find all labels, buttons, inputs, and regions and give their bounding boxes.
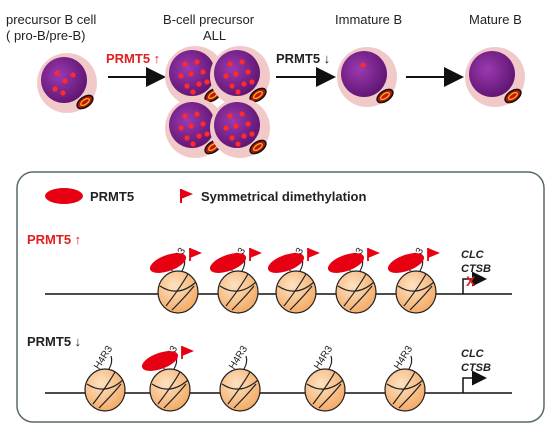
stage-2-sublabel: ALL [203, 28, 226, 43]
stage-1-sublabel: ( pro-B/pre-B) [6, 28, 85, 43]
nucleosome-high-4: H4R3 [327, 246, 380, 314]
legend-prmt5-swatch [45, 188, 83, 204]
promoter-low: CLC CTSB [461, 348, 491, 393]
nucleosome-high-5: H4R3 [387, 246, 440, 314]
cell-mature-b [465, 47, 525, 107]
chromatin-panel-box [16, 171, 545, 423]
cell-precursor-b [37, 53, 97, 113]
nucleosome-high-1: H4R3 [149, 246, 202, 314]
nucleosome-high-2: H4R3 [209, 246, 262, 314]
prmt5-icon [209, 253, 247, 273]
methylation-flag-icon [308, 248, 320, 258]
stage-1-label: precursor B cell [6, 12, 96, 27]
methylation-flag-icon [428, 248, 440, 258]
gene-ctsb-low: CTSB [461, 362, 491, 374]
methylation-flag-icon [368, 248, 380, 258]
nucleosome-low-4: H4R3 [304, 344, 346, 412]
nucleosome-low-3: H4R3 [219, 344, 261, 412]
legend-flag-icon [180, 189, 193, 203]
cell-ball-2 [210, 46, 270, 106]
nucleosome-low-5: H4R3 [384, 344, 426, 412]
stage-4-label: Mature B [469, 12, 522, 27]
legend-methylation-label: Symmetrical dimethylation [201, 189, 366, 204]
nucleosome-low-1: H4R3 [84, 344, 126, 412]
gene-clc-low: CLC [461, 348, 485, 360]
legend: PRMT5 Symmetrical dimethylation [45, 188, 366, 204]
nucleosome-high-3: H4R3 [267, 246, 320, 314]
nucleosome-low-2: H4R3 [141, 344, 194, 412]
nucleosomes-low: H4R3 H4R3 H4R3 H4R3 H4R3 [84, 344, 426, 412]
methylation-flag-icon [190, 248, 202, 258]
arrow-2-label: PRMT5 ↓ [276, 51, 330, 66]
stage-2-label: B-cell precursor [163, 12, 255, 27]
panel-high-label: PRMT5 ↑ [27, 232, 81, 247]
methylation-flag-icon [182, 346, 194, 356]
nucleosomes-high: H4R3H4R3H4R3H4R3H4R3 [149, 246, 440, 314]
cell-immature-b [337, 47, 397, 107]
promoter-high: CLC CTSB X [461, 249, 491, 294]
prmt5-icon [141, 351, 179, 371]
prmt5-icon [327, 253, 365, 273]
repression-mark-icon: X [466, 273, 476, 289]
gene-ctsb-high: CTSB [461, 263, 491, 275]
gene-clc-high: CLC [461, 249, 485, 261]
legend-prmt5-label: PRMT5 [90, 189, 134, 204]
panel-low-label: PRMT5 ↓ [27, 334, 81, 349]
cell-stages: precursor B cell ( pro-B/pre-B) B-cell p… [6, 12, 525, 158]
prmt5-icon [149, 253, 187, 273]
cell-ball-4 [210, 98, 270, 158]
arrow-1-label: PRMT5 ↑ [106, 51, 160, 66]
stage-3-label: Immature B [335, 12, 402, 27]
prmt5-icon [387, 253, 425, 273]
prmt5-icon [267, 253, 305, 273]
methylation-flag-icon [250, 248, 262, 258]
